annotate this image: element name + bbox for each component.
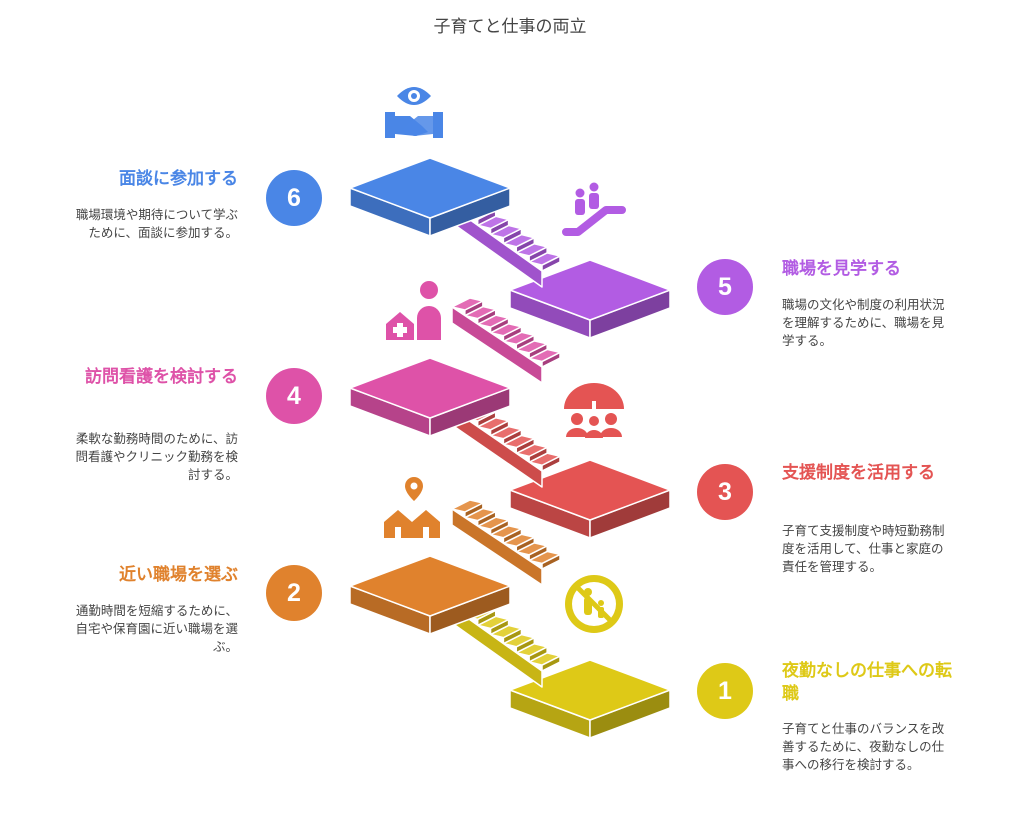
nurse-clinic-icon [386,281,441,340]
step-5-description: 職場の文化や制度の利用状況を理解するために、職場を見学する。 [782,297,945,348]
step-5-title: 職場を見学する [782,259,901,279]
landing-4-top [349,357,511,419]
step-3-number: 3 [697,464,753,520]
landing-6-top [349,157,511,219]
no-night-shift-icon [565,575,623,633]
landing-2-top [349,555,511,617]
step-3-title: 支援制度を活用する [782,463,935,483]
stairs-layer [349,157,671,739]
step-2-title: 近い職場を選ぶ [119,565,238,585]
location-homes-icon [384,477,440,538]
escalator-people-icon [562,182,626,236]
flight-4-stringer [451,306,543,384]
step-6-number: 6 [266,170,322,226]
flight-2-tread-0 [451,499,484,513]
umbrella-family-icon [564,383,624,438]
step-3-description: 子育て支援制度や時短勤務制度を活用して、仕事と家庭の責任を管理する。 [782,523,945,574]
diagram-title: 子育てと仕事の両立 [433,17,587,37]
step-1-description: 子育てと仕事のバランスを改善するために、夜勤なしの仕事への移行を検討する。 [782,721,945,772]
icons-layer [384,87,626,633]
step-1-title: 夜勤なしの仕事への転職 [782,661,952,704]
step-5-number: 5 [697,259,753,315]
step-2-number: 2 [266,565,322,621]
step-4-title: 訪問看護を検討する [85,367,238,387]
step-6-description: 職場環境や期待について学ぶために、面談に参加する。 [75,207,238,240]
step-4-number: 4 [266,368,322,424]
eye-handshake-icon [385,87,443,138]
flight-2-stringer [451,508,543,586]
step-1-number: 1 [697,663,753,719]
step-4-description: 柔軟な勤務時間のために、訪問看護やクリニック勤務を検討する。 [75,431,238,482]
step-6-title: 面談に参加する [119,169,238,189]
step-2-description: 通勤時間を短縮するために、自宅や保育園に近い職場を選ぶ。 [75,603,238,654]
flight-4-tread-0 [451,297,484,311]
